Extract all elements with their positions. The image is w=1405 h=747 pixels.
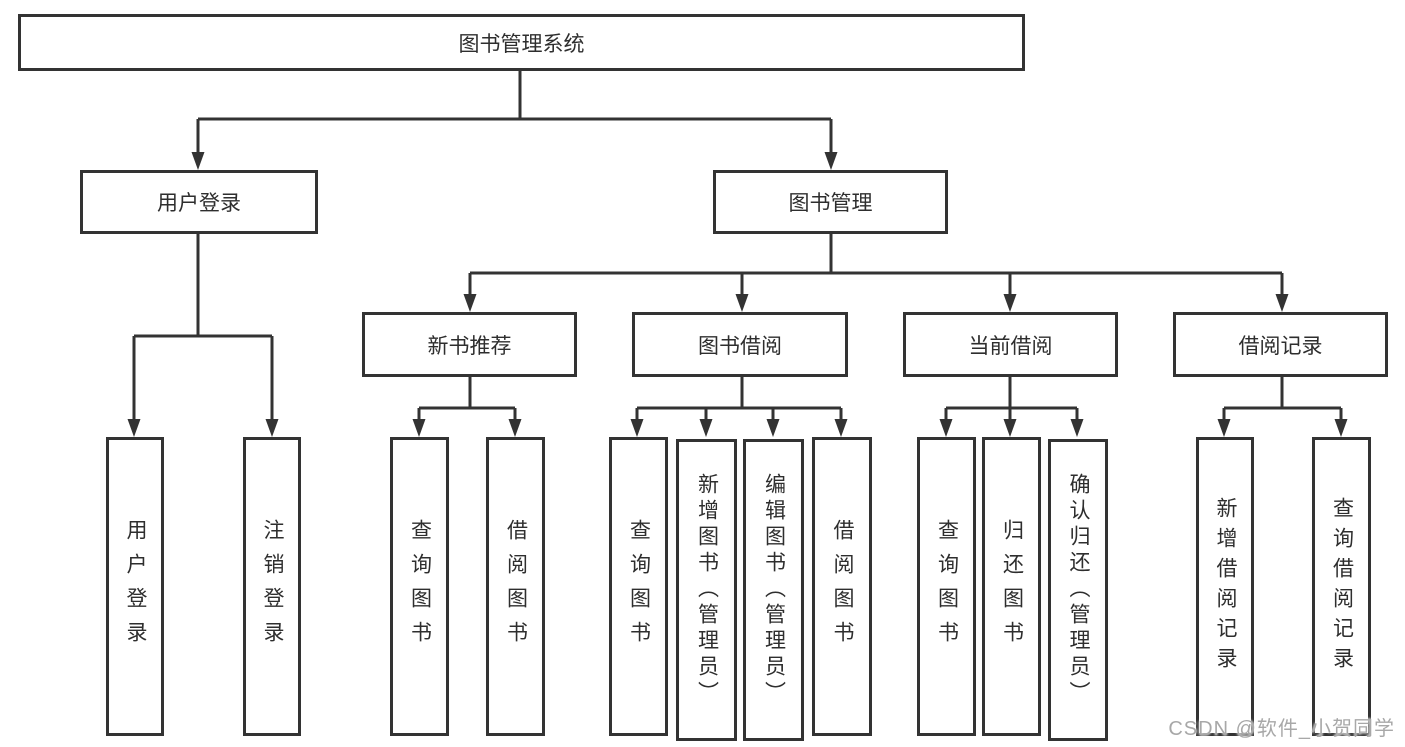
connector-current-borrow-to-leaves [939, 377, 1084, 437]
node-leaf-query-borrow-record: 查询借阅记录 [1312, 437, 1371, 736]
node-leaf-logout: 注销登录 [243, 437, 301, 736]
node-leaf-borrow-books-1: 借阅图书 [486, 437, 545, 736]
node-leaf-add-books-admin: 新增图书（管理员） [676, 439, 737, 741]
node-leaf-borrow-books-2: 借阅图书 [812, 437, 872, 736]
connector-root-to-level2 [191, 70, 838, 170]
node-leaf-add-borrow-record: 新增借阅记录 [1196, 437, 1254, 736]
connector-book-mgmt-to-level3 [463, 234, 1289, 312]
node-leaf-query-books-3: 查询图书 [917, 437, 976, 736]
node-leaf-user-login: 用户登录 [106, 437, 164, 736]
node-leaf-confirm-return-admin: 确认归还（管理员） [1048, 439, 1108, 741]
connector-new-book-rec-to-leaves [412, 377, 522, 437]
connector-borrow-record-to-leaves [1217, 377, 1348, 437]
node-leaf-edit-books-admin: 编辑图书（管理员） [743, 439, 804, 741]
node-book-mgmt: 图书管理 [713, 170, 948, 234]
node-root: 图书管理系统 [18, 14, 1025, 71]
node-book-borrow: 图书借阅 [632, 312, 848, 377]
connector-user-login-to-leaves [127, 234, 279, 437]
node-borrow-record: 借阅记录 [1173, 312, 1388, 377]
node-new-book-rec: 新书推荐 [362, 312, 577, 377]
node-current-borrow: 当前借阅 [903, 312, 1118, 377]
node-user-login: 用户登录 [80, 170, 318, 234]
node-leaf-query-books-2: 查询图书 [609, 437, 668, 736]
node-leaf-return-books: 归还图书 [982, 437, 1041, 736]
connector-book-borrow-to-leaves [630, 377, 848, 437]
node-leaf-query-books-1: 查询图书 [390, 437, 449, 736]
csdn-watermark: CSDN @软件_小贺同学 [1168, 718, 1395, 740]
